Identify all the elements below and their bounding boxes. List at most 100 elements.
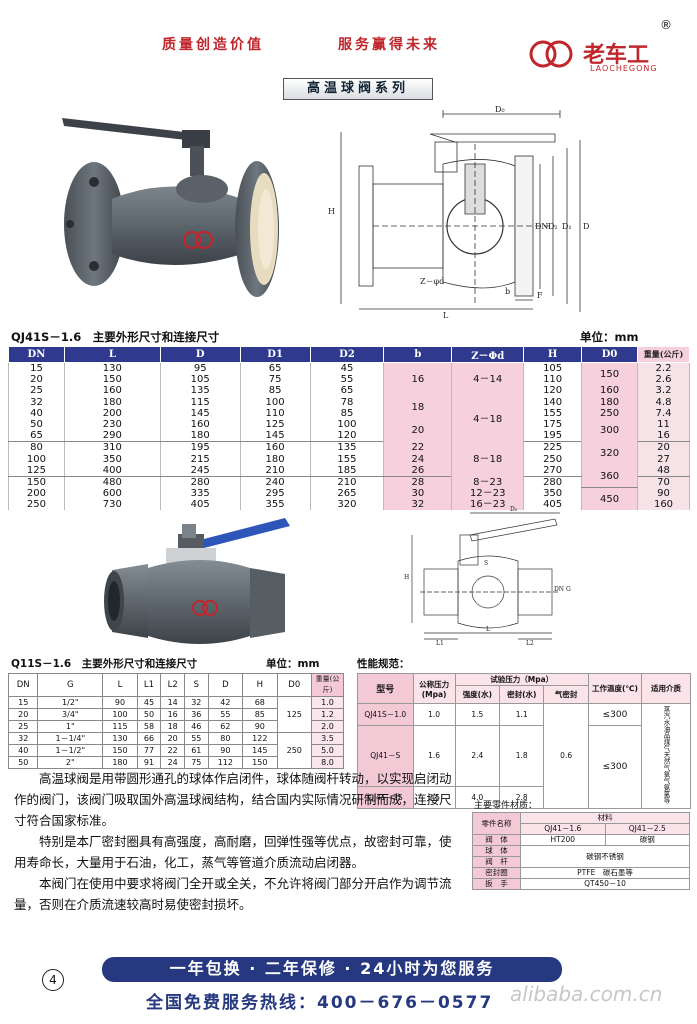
t2-l2: 22	[160, 744, 185, 757]
t2-l2: 14	[160, 696, 185, 709]
t1-header-b: b	[383, 346, 453, 363]
t1-d: 145	[159, 407, 241, 420]
t1-h: 110	[523, 374, 583, 386]
t4-part: 阀 杆	[472, 856, 521, 868]
t1-dn: 25	[8, 385, 65, 397]
t2-g: 1"	[37, 720, 104, 733]
t2-h: 122	[242, 732, 278, 745]
t3-header-pn: 公称压力(Mpa)	[412, 673, 456, 704]
t4-material: PTFE 碳石墨等	[520, 867, 690, 879]
t2-weight: 1.2	[311, 708, 344, 721]
t1-d1: 355	[239, 499, 311, 511]
t1-b: 26	[383, 464, 453, 477]
t2-d0: 125	[276, 696, 313, 733]
table4-heading: 主要零件材质：	[474, 801, 538, 811]
drawing2-label-g: G	[566, 586, 571, 593]
t2-header-h: H	[242, 673, 278, 697]
t2-header-l1: L1	[136, 673, 162, 697]
t4-material: 碳钢不锈钢	[520, 845, 690, 868]
t1-d: 195	[159, 441, 241, 454]
t2-s: 32	[183, 696, 209, 709]
t1-d: 215	[159, 453, 241, 465]
drawing-label-b: b	[505, 287, 510, 296]
drawing-label-l: L	[443, 311, 449, 319]
t3-header-air: 气密封	[543, 685, 589, 704]
t2-l: 180	[102, 756, 138, 769]
t1-h: 155	[523, 407, 583, 420]
drawing2-label-l1: L1	[436, 640, 444, 645]
t1-d2: 100	[309, 419, 385, 431]
t1-d1: 160	[239, 441, 311, 454]
t3-temp: ≤300	[587, 703, 643, 726]
t2-d: 62	[207, 720, 244, 733]
t1-d: 335	[159, 487, 241, 500]
t1-weight: 16	[637, 430, 690, 443]
t2-g: 3/4"	[37, 708, 104, 721]
t1-b: 16	[383, 362, 453, 397]
t2-weight: 3.5	[311, 732, 344, 745]
t1-d1: 145	[239, 430, 311, 443]
t1-zd: 4－18	[451, 396, 525, 442]
t1-dn: 15	[8, 362, 65, 374]
flanged-ball-valve-photo	[52, 104, 292, 309]
registered-mark: ®	[660, 18, 672, 32]
table4-materials: 零件名称 材料 QJ41－1.6 QJ41－2.5 阀 体 HT200 碳钢 球…	[472, 812, 690, 890]
table2-heading: Q11S－1.6 主要外形尺寸和连接尺寸	[11, 658, 198, 670]
t1-d2: 265	[309, 487, 385, 500]
t1-d0: 450	[581, 487, 638, 511]
threaded-ball-valve-photo	[100, 512, 295, 652]
t1-d1: 295	[239, 487, 311, 500]
t3-media-text: 蒸汽水油品煤气天然气氧气氨氯等	[662, 706, 671, 804]
t2-g: 1/2"	[37, 696, 104, 709]
t1-dn: 200	[8, 487, 65, 500]
table1-unit: 单位：mm	[580, 330, 639, 344]
t2-g: 2"	[37, 756, 104, 769]
t1-d0: 300	[581, 419, 638, 442]
t3-strength: 1.5	[454, 703, 501, 726]
t1-header-weight: 重量(公斤)	[637, 346, 690, 363]
t1-weight: 2.2	[637, 362, 690, 374]
technical-drawing-icon-2: D₀ H DN G L1 L2 S L	[404, 506, 571, 647]
description-paragraph-1: 高温球阀是用带圆形通孔的球体作启闭件，球体随阀杆转动，以实现启闭动作的阀门，该阀…	[14, 771, 452, 828]
t1-h: 175	[523, 419, 583, 431]
drawing-label-d1: D₁	[562, 222, 572, 231]
t2-header-g: G	[37, 673, 104, 697]
drawing-label-d0: D₀	[495, 105, 505, 114]
threaded-valve-icon	[104, 518, 290, 644]
t4-header-material: 材料	[520, 812, 690, 824]
t2-s: 46	[183, 720, 209, 733]
t1-l: 160	[63, 385, 161, 397]
technical-drawing-icon: D₀ H DN D₂ D₁ D Z－φd b F L	[328, 105, 589, 320]
t1-weight: 160	[637, 499, 690, 511]
t1-d1: 75	[239, 374, 311, 386]
t1-h: 250	[523, 453, 583, 465]
t1-d0: 360	[581, 464, 638, 489]
t1-d2: 55	[309, 374, 385, 386]
t1-l: 200	[63, 407, 161, 420]
t3-header-seal: 密封(水)	[499, 685, 545, 704]
t1-header-dn: DN	[8, 346, 65, 363]
t3-pn: 1.0	[412, 703, 456, 726]
drawing2-label-s: S	[484, 560, 488, 567]
page-number: 4	[42, 969, 64, 991]
t2-l: 90	[102, 696, 138, 709]
drawing2-label-d0: D₀	[510, 506, 518, 513]
t1-d2: 320	[309, 499, 385, 511]
drawing-label-dn: DN	[535, 222, 548, 231]
slogan-left: 质量创造价值	[162, 37, 264, 53]
t2-l2: 20	[160, 732, 185, 745]
table3-heading: 性能规范：	[357, 658, 410, 670]
t3-pn: 2.5	[412, 785, 456, 809]
t1-weight: 7.4	[637, 407, 690, 420]
t2-g: 1－1/4"	[37, 732, 104, 745]
t3-seal: 1.1	[499, 703, 545, 726]
t2-weight: 8.0	[311, 756, 344, 769]
t1-l: 350	[63, 453, 161, 465]
